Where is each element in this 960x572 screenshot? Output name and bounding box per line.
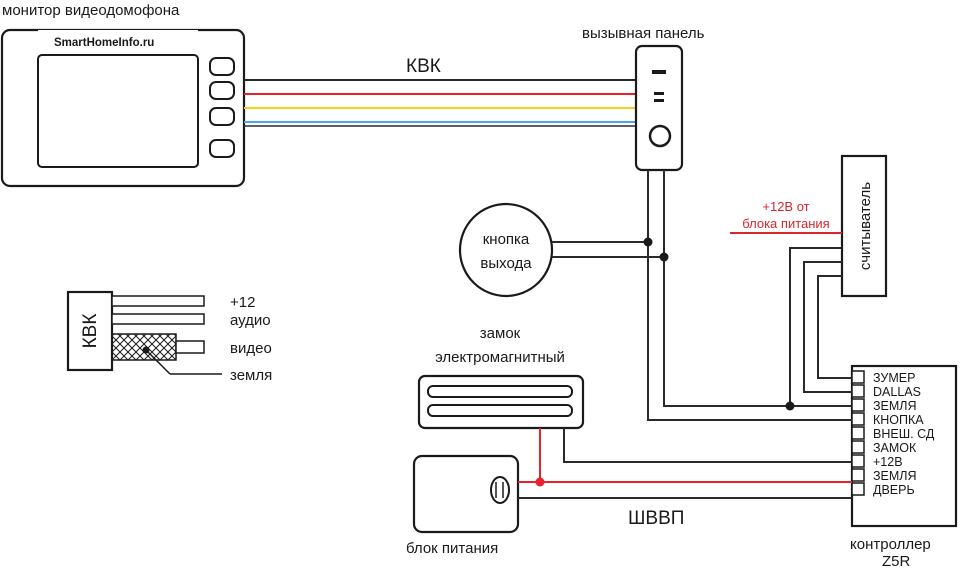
kvk-legend-wire-power (111, 295, 205, 307)
kvk-legend-title: КВК (80, 314, 101, 349)
monitor-button-4 (209, 139, 235, 158)
power-supply (412, 454, 520, 534)
power-note-line1: +12В от (762, 199, 809, 214)
controller-terminal-label: ВНЕШ. СД (873, 427, 935, 441)
wire-reader-buzzer (817, 275, 852, 379)
kvk-legend-label-video: видео (230, 340, 272, 357)
controller-terminal-label: DALLAS (873, 385, 921, 399)
psu-body (412, 454, 520, 534)
controller-terminal-screw (851, 426, 865, 440)
kvk-cable-label: КВК (406, 56, 441, 77)
controller-terminal-screw (851, 440, 865, 454)
kvk-legend-label-power: +12 (230, 294, 255, 311)
monitor-button-2 (209, 81, 235, 100)
lock-label-1: замок (480, 325, 521, 342)
monitor-label: монитор видеодомофона (2, 2, 180, 19)
monitor-screen (37, 54, 199, 168)
psu-label: блок питания (406, 540, 498, 557)
junction-dot (785, 401, 795, 411)
kvk-legend-shield (111, 333, 177, 361)
monitor-button-3 (209, 107, 235, 126)
controller-terminal-screw (851, 482, 865, 496)
monitor-button-1 (209, 57, 235, 76)
lock-label-2: электромагнитный (435, 349, 565, 366)
kvk-legend-wire-video (175, 340, 205, 354)
kvk-legend-label-ground: земля (230, 367, 272, 384)
call-panel-camera (648, 124, 672, 148)
junction-dot (659, 252, 669, 262)
psu-terminal (490, 476, 510, 504)
controller-terminal-label: ЗЕМЛЯ (873, 469, 917, 483)
controller-terminal-screw (851, 468, 865, 482)
controller-terminal-screw (851, 398, 865, 412)
intercom-monitor: SmartHomeInfo.ru (0, 28, 246, 188)
controller-terminal-label: ЗАМОК (873, 441, 917, 455)
junction-dot-red (535, 477, 545, 487)
wire-reader-ground (789, 247, 842, 406)
lock-body (417, 374, 585, 430)
electromagnetic-lock (417, 374, 585, 430)
kvk-legend-label-audio: аудио (230, 312, 271, 329)
call-panel-speaker (652, 70, 666, 74)
controller-terminal-label: +12В (873, 455, 903, 469)
kvk-legend: КВК +12 аудио видео земля (66, 290, 272, 384)
kvk-legend-wire-audio (111, 313, 205, 325)
kvk-legend-wire-ground (145, 349, 171, 375)
watermark-text: SmartHomeInfo.ru (54, 37, 154, 49)
power-note-line2: блока питания (742, 216, 829, 231)
controller-terminal-label: ЗУМЕР (873, 371, 915, 385)
reader-label: считыватель (857, 182, 874, 270)
controller-terminal-label: КНОПКА (873, 413, 924, 427)
call-panel-label: вызывная панель (582, 25, 705, 42)
controller-terminal-screw (851, 454, 865, 468)
call-panel-body (634, 44, 684, 172)
wire-lock (563, 428, 852, 463)
wiring (518, 170, 852, 499)
controller-terminal-label: ЗЕМЛЯ (873, 399, 917, 413)
wire-panel-ground (647, 170, 852, 421)
wire-panel-button (663, 170, 852, 407)
controller-label-1: контроллер (850, 536, 931, 553)
controller-terminal-screw (851, 370, 865, 384)
exit-button-label-1: кнопка (483, 231, 530, 248)
kvk-legend-box (66, 290, 114, 372)
controller-label-2: Z5R (882, 553, 911, 570)
call-panel (634, 44, 684, 172)
exit-button-label-2: выхода (480, 255, 532, 272)
shvvp-label: ШВВП (628, 508, 684, 529)
junction-dot (643, 237, 653, 247)
controller-terminal-screw (851, 412, 865, 426)
controller-terminal-screw (851, 384, 865, 398)
exit-button (458, 202, 554, 298)
reader-box (840, 154, 888, 298)
kvk-cable (244, 79, 636, 127)
wire-reader-dallas (803, 261, 852, 393)
controller-terminal-label: ДВЕРЬ (873, 483, 915, 497)
